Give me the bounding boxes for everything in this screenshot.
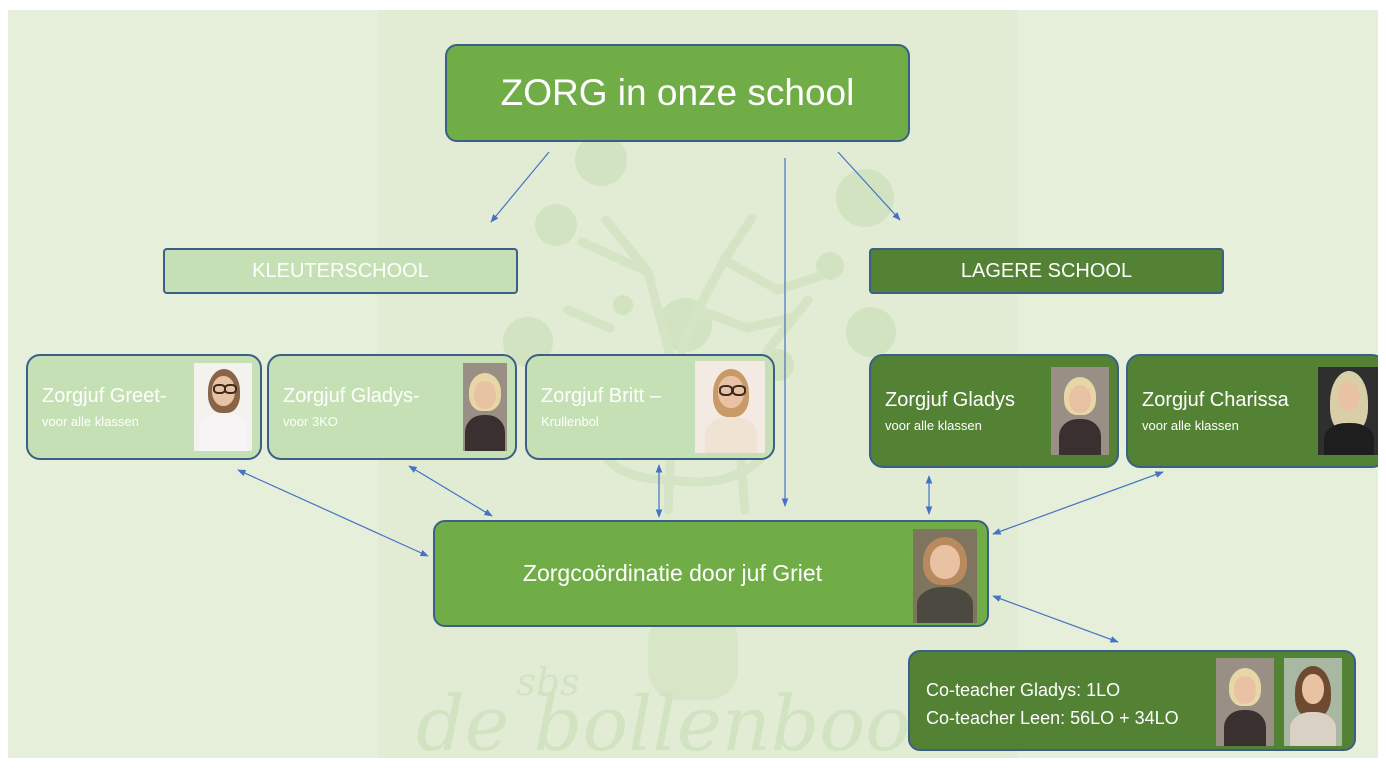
title-text: ZORG in onze school (500, 72, 855, 113)
kleuterschool-label: KLEUTERSCHOOL (163, 248, 518, 294)
card-name: Zorgjuf Gladys- (283, 385, 420, 407)
coordination-box: Zorgcoördinatie door juf Griet (433, 520, 989, 627)
card-role: voor alle klassen (42, 414, 139, 429)
photo-gladys (1216, 658, 1274, 746)
photo-gladys (1051, 367, 1109, 455)
lagere-school-label: LAGERE SCHOOL (869, 248, 1224, 294)
title-box: ZORG in onze school (445, 44, 910, 142)
watermark-large-text: de bollenboom (416, 679, 983, 758)
photo-gladys (463, 363, 507, 451)
photo-britt (695, 361, 765, 453)
card-role: voor 3KO (283, 414, 338, 429)
card-role: voor alle klassen (1142, 418, 1239, 433)
card-role: Krullenbol (541, 414, 599, 429)
card-role: voor alle klassen (885, 418, 982, 433)
photo-griet (913, 529, 977, 623)
photo-greet (194, 363, 252, 451)
slide: sbs de bollenboom ZORG in onze school KL… (8, 10, 1378, 758)
coordination-text: Zorgcoördinatie door juf Griet (522, 560, 823, 586)
card-gladys-lagere: Zorgjuf Gladys voor alle klassen (869, 354, 1119, 468)
watermark-small-text: sbs (516, 660, 579, 704)
kleuterschool-text: KLEUTERSCHOOL (252, 259, 429, 282)
photo-charissa (1318, 367, 1378, 455)
coteachers-box: Co-teacher Gladys: 1LO Co-teacher Leen: … (908, 650, 1356, 751)
card-britt: Zorgjuf Britt – Krullenbol (525, 354, 775, 460)
card-name: Zorgjuf Gladys (885, 389, 1016, 411)
tree-leaves (503, 134, 896, 381)
card-name: Zorgjuf Charissa (1142, 389, 1289, 411)
photo-leen (1284, 658, 1342, 746)
card-gladys-kleuter: Zorgjuf Gladys- voor 3KO (267, 354, 517, 460)
coteacher-line-gladys: Co-teacher Gladys: 1LO (926, 680, 1121, 700)
card-name: Zorgjuf Britt – (541, 385, 662, 407)
card-charissa: Zorgjuf Charissa voor alle klassen (1126, 354, 1378, 468)
coteacher-line-leen: Co-teacher Leen: 56LO + 34LO (926, 708, 1179, 728)
lagere-school-text: LAGERE SCHOOL (960, 259, 1133, 282)
card-greet: Zorgjuf Greet- voor alle klassen (26, 354, 262, 460)
tree-trunk-base (648, 610, 738, 700)
card-name: Zorgjuf Greet- (42, 385, 167, 407)
